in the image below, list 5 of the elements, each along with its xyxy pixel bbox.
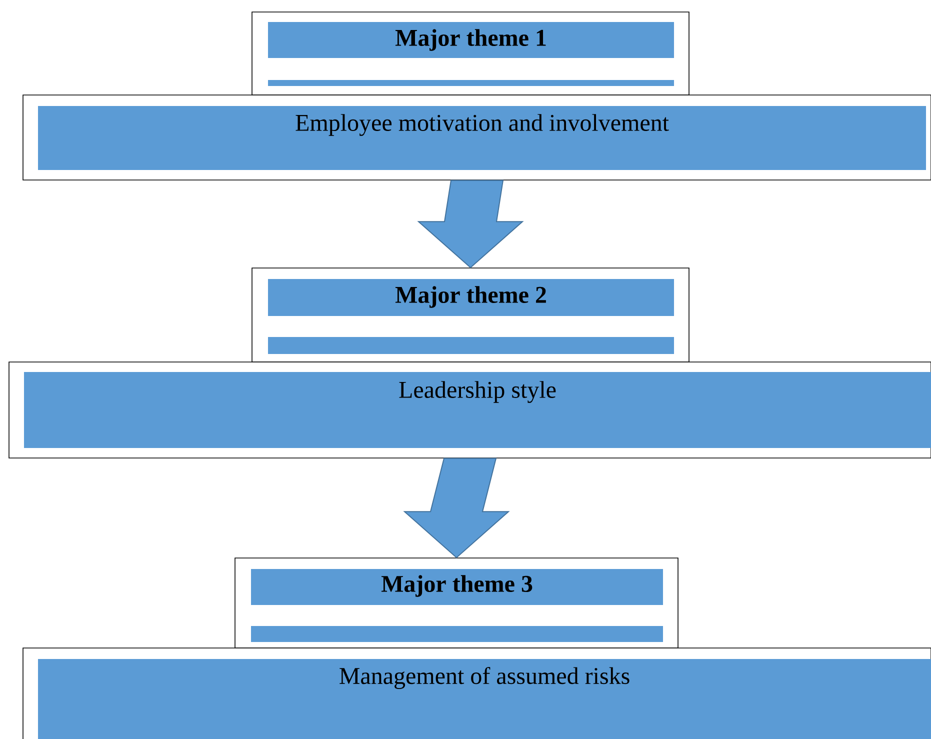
block-arrow (403, 458, 510, 558)
theme-box: Major theme 2 (252, 268, 690, 362)
theme-box: Major theme 1 (252, 12, 690, 96)
block-arrow (417, 180, 524, 268)
theme-box: Major theme 3 (234, 558, 678, 648)
